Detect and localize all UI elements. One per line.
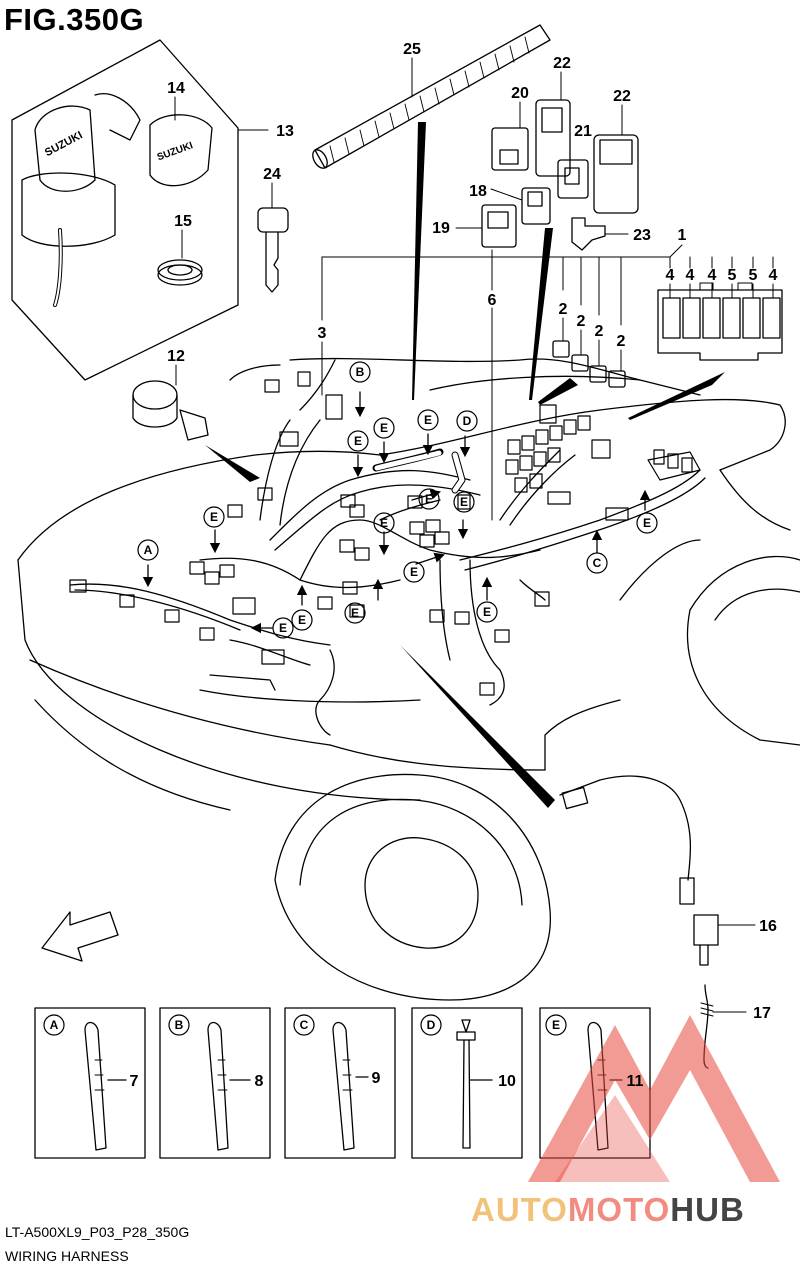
circle-label-d: D: [463, 414, 472, 428]
circle-label-e: E: [298, 613, 306, 627]
callout-11: 11: [627, 1073, 644, 1090]
detail-label-c: C: [300, 1018, 309, 1032]
callout-22-right: 22: [613, 88, 631, 105]
callout-5-a: 5: [728, 267, 737, 284]
callout-25: 25: [403, 41, 421, 58]
atv-body-outline: [17, 357, 786, 811]
brand-logo: SUZUKI: [43, 129, 85, 159]
callout-23: 23: [633, 227, 651, 244]
letter-circles: [137, 361, 658, 639]
front-wheel: [274, 773, 551, 1001]
callout-4-b: 4: [686, 267, 695, 284]
callout-9: 9: [372, 1070, 381, 1087]
rear-wheel: [619, 469, 800, 746]
circle-label-e: E: [425, 492, 433, 506]
part-2-relays: [552, 340, 626, 388]
circle-label-e: E: [410, 565, 418, 579]
circle-label-e: E: [351, 606, 359, 620]
circle-label-b: B: [356, 365, 365, 379]
detail-box-A: [34, 1007, 146, 1159]
detail-label-e: E: [552, 1018, 560, 1032]
part-22-relay-b: [593, 134, 639, 214]
diagram-caption: WIRING HARNESS: [5, 1248, 129, 1264]
fwd-arrow-icon: [41, 911, 119, 962]
watermark-part-hub: HUB: [670, 1191, 745, 1228]
callout-2-d: 2: [617, 333, 626, 350]
circle-label-a: A: [144, 543, 153, 557]
callout-22-top: 22: [553, 55, 571, 72]
watermark-part-auto: AUTO: [471, 1191, 568, 1228]
callout-8: 8: [255, 1073, 264, 1090]
relay-cluster-on-vehicle: [505, 415, 701, 493]
main-harness: [69, 359, 706, 736]
callout-20: 20: [511, 85, 529, 102]
callout-24: 24: [263, 166, 281, 183]
fwd-label: FWD: [71, 928, 104, 951]
part-16-sensor: [559, 775, 719, 966]
detail-label-a: A: [50, 1018, 59, 1032]
part-1-fuse-box: [657, 282, 783, 361]
detail-label-d: D: [427, 1018, 436, 1032]
detail-letter-circles: [43, 1014, 567, 1036]
part-24-key: [257, 207, 289, 293]
circle-label-e: E: [460, 495, 468, 509]
callout-19: 19: [432, 220, 450, 237]
figure-title: FIG.350G: [4, 2, 145, 37]
callout-4-a: 4: [666, 267, 675, 284]
part-12-socket: [132, 380, 209, 441]
callout-1: 1: [678, 227, 687, 244]
circle-label-e: E: [354, 434, 362, 448]
callout-15: 15: [174, 213, 192, 230]
diagram-code: LT-A500XL9_P03_P28_350G: [5, 1224, 190, 1240]
callout-2-a: 2: [559, 301, 568, 318]
part-21-relay: [557, 159, 589, 199]
circle-label-e: E: [380, 516, 388, 530]
detail-box-D: [411, 1007, 523, 1159]
circle-label-e: E: [380, 421, 388, 435]
detail-box-B: [159, 1007, 271, 1159]
pointer-wedges: [205, 122, 725, 808]
callout-21: 21: [574, 123, 592, 140]
callout-2-b: 2: [577, 313, 586, 330]
brand-logo-cover: SUZUKI: [156, 140, 195, 163]
callout-6: 6: [488, 292, 497, 309]
watermark-part-moto: MOTO: [567, 1191, 671, 1228]
callout-17: 17: [753, 1005, 771, 1022]
callout-arrows: [142, 391, 651, 634]
watermark-text: AUTOMOTOHUB: [471, 1191, 745, 1229]
circle-label-e: E: [483, 605, 491, 619]
circle-label-c: C: [593, 556, 602, 570]
callout-3: 3: [318, 325, 327, 342]
leader-lines: [174, 57, 774, 1013]
part-19-fuse-holder: [481, 204, 517, 248]
callout-13: 13: [276, 123, 294, 140]
part-13-ignition-group: SUZUKI SUZUKI: [11, 39, 239, 381]
part-23-clip: [571, 217, 606, 251]
circle-label-e: E: [279, 621, 287, 635]
callout-16: 16: [759, 918, 777, 935]
callout-4-d: 4: [769, 267, 778, 284]
callout-5-b: 5: [749, 267, 758, 284]
watermark-logo: [528, 1015, 780, 1182]
detail-box-C: [284, 1007, 396, 1159]
callout-18: 18: [469, 183, 487, 200]
callout-2-c: 2: [595, 323, 604, 340]
callout-7: 7: [130, 1073, 139, 1090]
part-22-relay-a: [535, 99, 571, 177]
part-20-relay: [491, 127, 529, 171]
detail-label-b: B: [175, 1018, 184, 1032]
part-25-corrugated-tube: [312, 24, 551, 169]
circle-label-e: E: [210, 510, 218, 524]
circle-label-e: E: [424, 413, 432, 427]
callout-12: 12: [167, 348, 185, 365]
callout-10: 10: [498, 1073, 516, 1090]
circle-label-e: E: [643, 516, 651, 530]
harness-connectors: [69, 371, 629, 696]
callout-4-c: 4: [708, 267, 717, 284]
callout-14: 14: [167, 80, 185, 97]
part-18-relay: [521, 187, 551, 225]
